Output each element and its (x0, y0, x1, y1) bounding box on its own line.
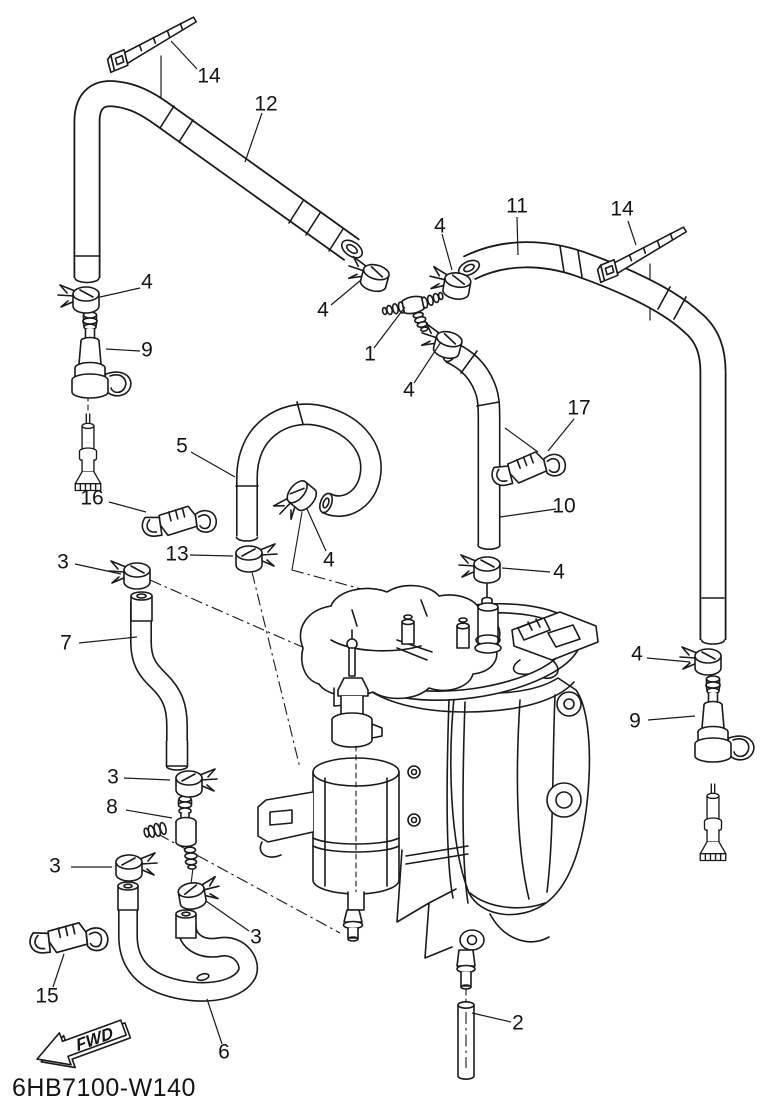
callout-label: 4 (631, 643, 643, 666)
fwd-arrow: FWD (36, 1019, 132, 1069)
callout-label: 3 (250, 926, 262, 949)
callout-label: 2 (512, 1012, 524, 1035)
fuel-joint-9-right (694, 675, 755, 763)
callout-leader (646, 657, 691, 663)
callout-label: 6 (218, 1041, 230, 1064)
callout-label: 7 (60, 632, 72, 655)
callout-leader (52, 953, 65, 988)
clamp-4-f (458, 554, 501, 584)
cable-tie-14-right (592, 226, 694, 284)
callout-leader (189, 554, 234, 557)
hose-7 (131, 592, 189, 770)
callout-label: 4 (553, 561, 565, 584)
hose-clip-16 (139, 501, 219, 542)
fuel-joint-9-left (71, 311, 132, 399)
callout-leader (123, 777, 171, 781)
callout-leader (306, 508, 327, 552)
clamp-13 (235, 543, 278, 573)
callout-label: 4 (141, 271, 153, 294)
clamp-3-d (175, 875, 223, 912)
hose-6 (117, 881, 248, 992)
tee-joint-part-1 (381, 291, 444, 333)
hose-10 (440, 340, 501, 549)
callout-label: 9 (141, 339, 153, 362)
clamp-3-c (115, 852, 158, 882)
callout-leader (441, 233, 453, 271)
callout-leader (547, 418, 575, 452)
callout-leader (190, 451, 236, 478)
callout-leader (99, 287, 141, 298)
cable-tie-14-left (102, 16, 204, 74)
hose-5 (235, 401, 371, 541)
callout-label: 9 (629, 710, 641, 733)
joint-part-8 (143, 795, 198, 870)
callout-leader (78, 636, 138, 644)
callout-label: 13 (165, 543, 188, 566)
callout-leader (74, 563, 122, 575)
pipe-stem-left (74, 413, 102, 492)
callout-leader (627, 220, 637, 246)
clamp-4-a (57, 284, 100, 314)
callout-leader (170, 40, 198, 70)
clamp-4-e (271, 475, 321, 527)
callout-label: 17 (567, 397, 590, 420)
callout-leader (516, 216, 519, 256)
callout-label: 14 (197, 65, 221, 88)
callout-label: 4 (323, 549, 335, 572)
callout-leader (499, 508, 557, 518)
callout-label: 12 (254, 93, 277, 116)
callout-label: 1 (364, 343, 376, 366)
pipe-stem-right (699, 783, 727, 862)
clamp-3-a (108, 560, 151, 590)
callout-label: 8 (106, 796, 118, 819)
callout-leader (206, 998, 223, 1045)
callout-label: 16 (80, 487, 103, 510)
callout-leader (105, 348, 141, 352)
callout-label: 4 (317, 299, 329, 322)
hose-clip-17 (488, 444, 569, 492)
hose-11 (456, 246, 724, 644)
callout-label: 3 (49, 855, 61, 878)
callout-label: 3 (107, 766, 119, 789)
callout-leader (373, 306, 406, 349)
callout-label: 3 (57, 551, 69, 574)
callout-leader (330, 279, 362, 306)
callout-leader (205, 900, 250, 932)
callout-label: 15 (35, 985, 58, 1008)
clamp-3-b (175, 768, 218, 798)
callout-label: 4 (403, 379, 415, 402)
hose-clip-15 (27, 919, 110, 959)
callout-leader (413, 341, 442, 384)
callout-label: 5 (176, 435, 188, 458)
callout-leader (125, 809, 173, 819)
callout-label: 14 (610, 198, 634, 221)
callout-leader (108, 501, 147, 513)
callout-label: 10 (552, 495, 575, 518)
fuel-pump-assembly (257, 583, 599, 1004)
callout-label: 4 (434, 215, 446, 238)
tube-part-2 (457, 1000, 475, 1080)
clamp-4-g (679, 646, 722, 676)
callout-leader (471, 1012, 512, 1023)
callout-leader (647, 715, 696, 721)
hose-12 (73, 94, 365, 283)
callout-leader (501, 567, 551, 573)
callout-leader (244, 112, 263, 163)
callout-label: 11 (506, 195, 528, 218)
diagram-code: 6HB7100-W140 (12, 1074, 196, 1102)
